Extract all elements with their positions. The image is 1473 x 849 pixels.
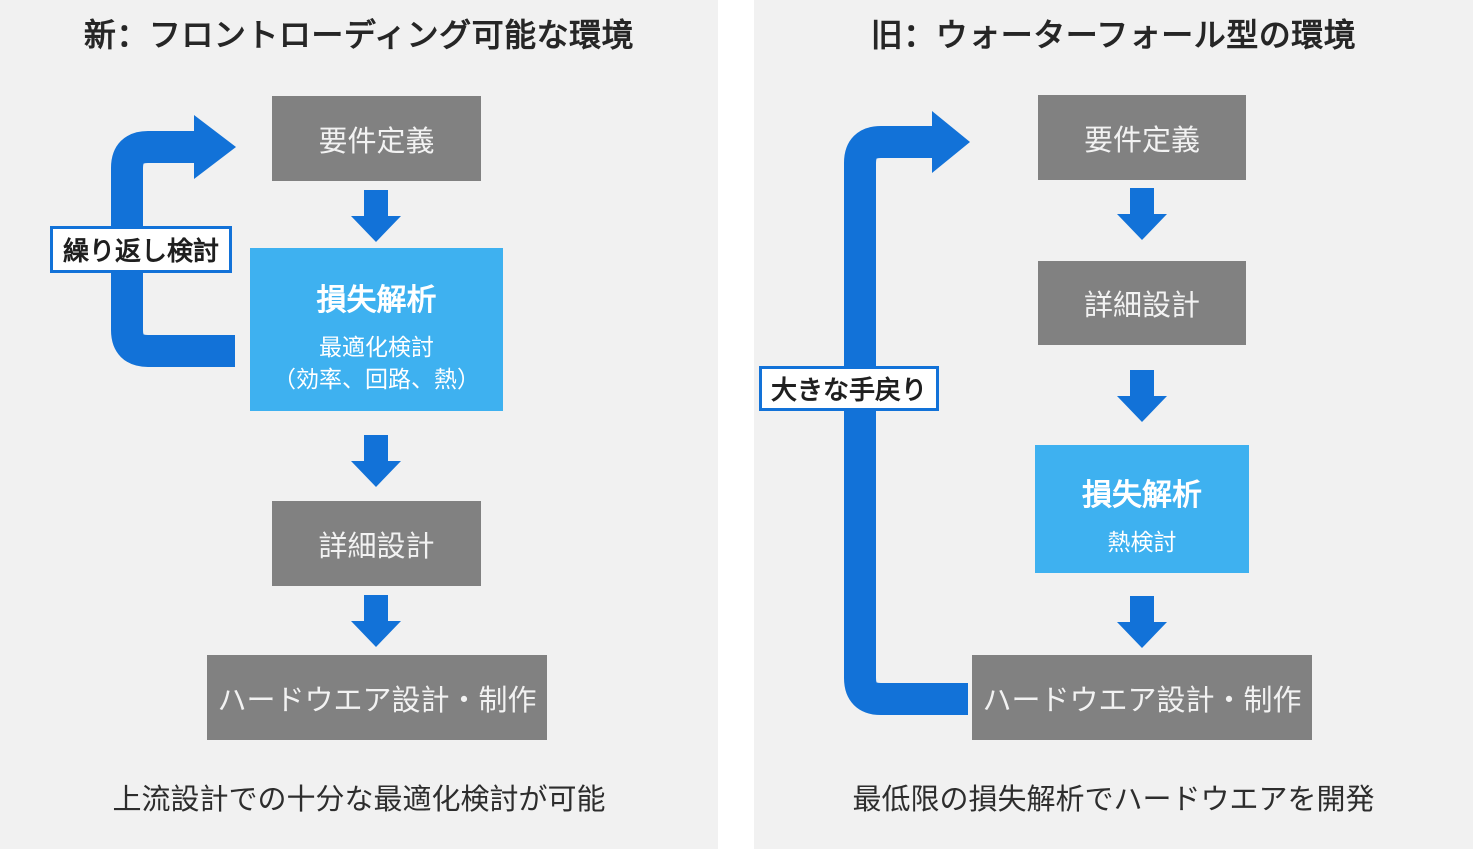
step-hardware-design-build: ハードウエア設計・制作 — [972, 655, 1312, 740]
step-loss-analysis: 損失解析 熱検討 — [1035, 445, 1249, 573]
down-arrow-icon — [1117, 370, 1167, 422]
step-label: 損失解析 — [316, 283, 437, 317]
panel-old-flow-graphics — [844, 111, 1167, 715]
down-arrow-icon — [1117, 596, 1167, 648]
loop-label-text: 繰り返し検討 — [62, 236, 219, 266]
panel-old-caption: 最低限の損失解析でハードウエアを開発 — [852, 784, 1375, 816]
rework-loop-arrowhead-icon — [932, 111, 970, 173]
step-requirements-definition: 要件定義 — [272, 96, 481, 181]
down-arrow-icon — [351, 435, 401, 487]
loop-label-text: 大きな手戻り — [770, 375, 927, 405]
rework-loop-label: 大きな手戻り — [759, 366, 939, 411]
step-loss-analysis: 損失解析 最適化検討 （効率、回路、熱） — [250, 248, 503, 411]
iterate-loop-label: 繰り返し検討 — [50, 226, 232, 273]
down-arrow-icon — [1117, 188, 1167, 240]
step-label: ハードウエア設計・制作 — [982, 684, 1302, 717]
down-arrow-icon — [351, 595, 401, 647]
step-detailed-design: 詳細設計 — [272, 501, 481, 586]
panel-new-frontloading: 新：フロントローディング可能な環境 要件定義 損失解析 最適化検討 （効率、回路… — [0, 0, 718, 849]
step-label: 詳細設計 — [1083, 290, 1200, 322]
step-label: 詳細設計 — [318, 530, 435, 563]
rework-loop-arrow — [844, 126, 968, 715]
panel-new-title: 新：フロントローディング可能な環境 — [83, 17, 635, 53]
step-sublabel: （効率、回路、熱） — [273, 365, 480, 392]
panel-old-title: 旧：ウォーターフォール型の環境 — [870, 17, 1357, 53]
step-sublabel: 最適化検討 — [319, 333, 434, 360]
panel-old-waterfall: 旧：ウォーターフォール型の環境 要件定義 詳細設計 損失解析 熱検討 ハードウエ… — [754, 0, 1473, 849]
down-arrow-icon — [351, 190, 401, 242]
step-hardware-design-build: ハードウエア設計・制作 — [207, 655, 547, 740]
step-detailed-design: 詳細設計 — [1038, 261, 1246, 345]
step-label: ハードウエア設計・制作 — [217, 684, 537, 717]
iterate-loop-arrowhead-icon — [194, 115, 236, 179]
step-label: 損失解析 — [1082, 479, 1202, 512]
step-requirements-definition: 要件定義 — [1038, 95, 1246, 180]
step-sublabel: 熱検討 — [1107, 529, 1177, 555]
step-label: 要件定義 — [1083, 124, 1200, 157]
step-label: 要件定義 — [318, 125, 435, 158]
panel-new-caption: 上流設計での十分な最適化検討が可能 — [112, 784, 606, 816]
